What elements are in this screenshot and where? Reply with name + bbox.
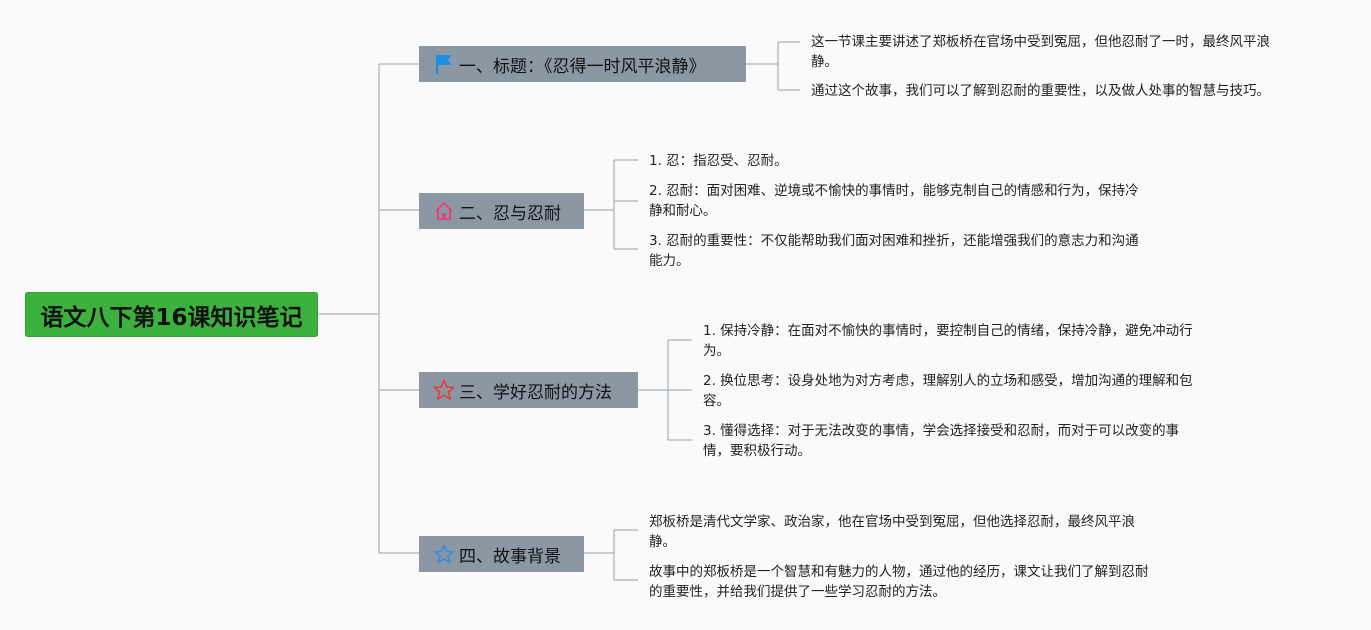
leaf-item: 3. 懂得选择：对于无法改变的事情，学会选择接受和忍耐，而对于可以改变的事情，要… — [703, 423, 1180, 459]
leaf-item: 1. 忍：指忍受、忍耐。 — [649, 153, 788, 169]
leaf-item: 通过这个故事，我们可以了解到忍耐的重要性，以及做人处事的智慧与技巧。 — [811, 83, 1270, 99]
branch-title-node[interactable]: 一、标题：《忍得一时风平浪静》 — [419, 46, 746, 82]
star-outline-blue-icon — [434, 544, 454, 563]
branch-endurance-node[interactable]: 二、忍与忍耐 — [419, 193, 584, 229]
leaf-item: 这一节课主要讲述了郑板桥在官场中受到冤屈，但他忍耐了一时，最终风平浪静。 — [811, 34, 1270, 70]
root-label: 语文八下第16课知识笔记 — [40, 304, 303, 331]
branch-label: 三、学好忍耐的方法 — [459, 382, 612, 403]
root-node[interactable]: 语文八下第16课知识笔记 — [25, 292, 318, 337]
leaf-item: 郑板桥是清代文学家、政治家，他在官场中受到冤屈，但他选择忍耐，最终风平浪静。 — [649, 514, 1135, 550]
leaf-item: 2. 换位思考：设身处地为对方考虑，理解别人的立场和感受，增加沟通的理解和包容。 — [703, 373, 1193, 409]
leaf-item: 1. 保持冷静：在面对不愉快的事情时，要控制自己的情绪，保持冷静，避免冲动行为。 — [703, 323, 1193, 359]
leaf-item: 2. 忍耐：面对困难、逆境或不愉快的事情时，能够克制自己的情感和行为，保持冷静和… — [649, 183, 1139, 219]
star-outline-red-icon — [433, 379, 455, 400]
leaf-item: 3. 忍耐的重要性：不仅能帮助我们面对困难和挫折，还能增强我们的意志力和沟通能力… — [649, 233, 1139, 269]
branch-label: 四、故事背景 — [459, 546, 561, 567]
leaf-item: 故事中的郑板桥是一个智慧和有魅力的人物，通过他的经历，课文让我们了解到忍耐的重要… — [649, 564, 1149, 600]
home-icon — [435, 201, 453, 220]
branch-methods-node[interactable]: 三、学好忍耐的方法 — [419, 372, 638, 408]
flag-icon — [436, 55, 452, 74]
branch-label: 二、忍与忍耐 — [459, 203, 561, 224]
branch-background-node[interactable]: 四、故事背景 — [419, 536, 584, 572]
branch-label: 一、标题：《忍得一时风平浪静》 — [459, 56, 706, 77]
